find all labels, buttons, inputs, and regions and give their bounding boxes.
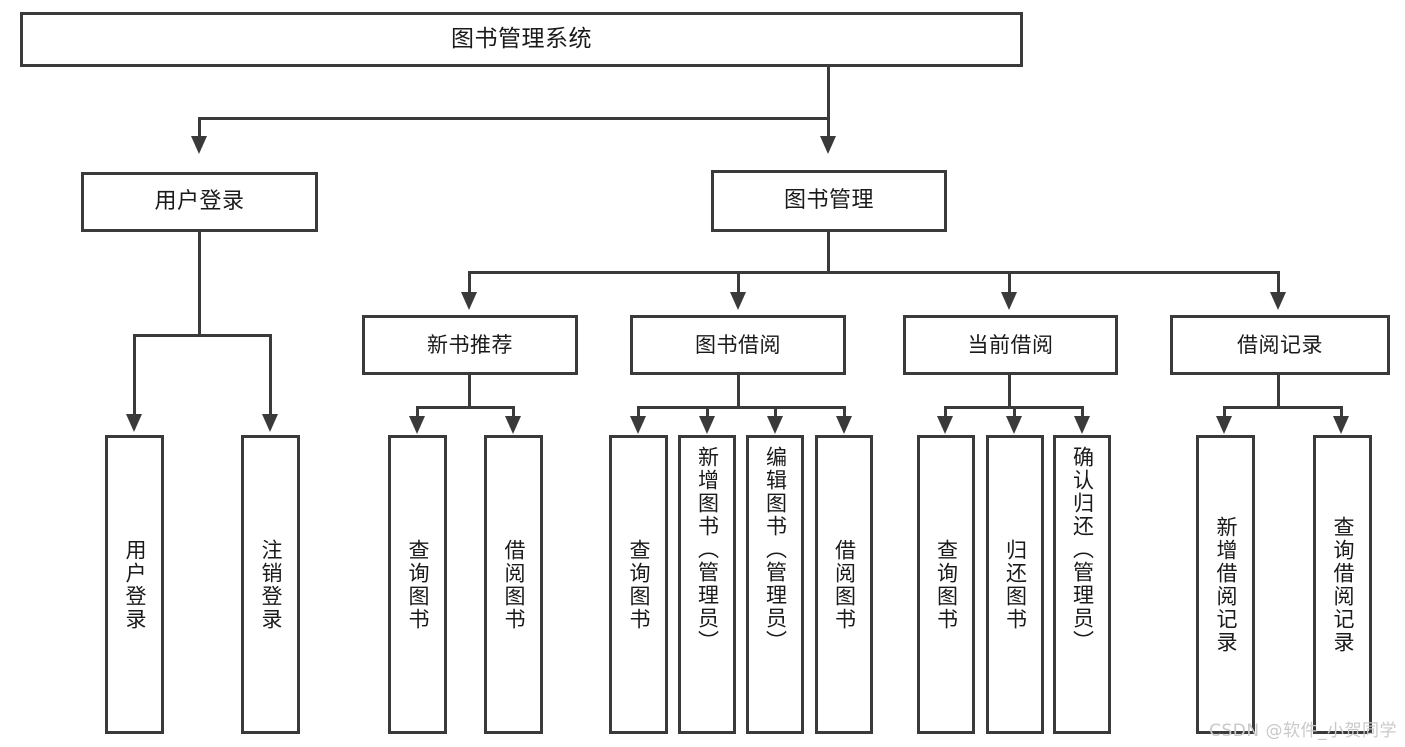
leaf-query-book-borrow[interactable]: 查询图书 <box>609 435 668 734</box>
arrow-books-to-current <box>1001 292 1017 310</box>
edge-books-to-current <box>1008 271 1011 295</box>
node-label: 用户登录 <box>154 188 245 214</box>
edge-borrow-to-leaf4 <box>843 406 846 418</box>
node-book-management[interactable]: 图书管理 <box>711 170 947 232</box>
node-label: 借阅图书 <box>502 538 526 631</box>
node-label: 确认归还（管理员） <box>1070 446 1095 653</box>
node-borrow-record[interactable]: 借阅记录 <box>1170 315 1390 375</box>
node-label: 图书管理系统 <box>451 25 592 52</box>
node-label: 查询图书 <box>934 538 959 631</box>
edge-record-to-leaf2 <box>1340 406 1343 418</box>
leaf-borrow-book-new[interactable]: 借阅图书 <box>484 435 543 734</box>
arrow-borrow-to-leaf4 <box>836 416 852 434</box>
edge-new-stem <box>468 375 471 408</box>
edge-borrow-to-leaf3 <box>774 406 777 418</box>
leaf-add-borrow-record[interactable]: 新增借阅记录 <box>1196 435 1255 734</box>
edge-books-to-new <box>468 271 471 295</box>
leaf-query-borrow-record[interactable]: 查询借阅记录 <box>1313 435 1372 734</box>
leaf-edit-book-admin[interactable]: 编辑图书（管理员） <box>746 435 804 734</box>
edge-root-to-books <box>827 117 830 140</box>
edge-login-bus <box>133 334 271 337</box>
node-label: 图书管理 <box>783 187 874 213</box>
edge-record-to-leaf1 <box>1223 406 1226 418</box>
watermark-text: CSDN @软件_小贺同学 <box>1209 721 1397 741</box>
edge-root-stem <box>827 67 830 119</box>
arrow-books-to-borrow <box>730 292 746 310</box>
node-label: 查询借阅记录 <box>1331 515 1355 654</box>
node-label: 查询图书 <box>406 538 430 631</box>
leaf-query-book-current[interactable]: 查询图书 <box>917 435 975 734</box>
node-label: 编辑图书（管理员） <box>763 446 788 653</box>
node-label: 查询图书 <box>627 538 651 631</box>
arrow-current-to-leaf1 <box>937 416 953 434</box>
arrow-borrow-to-leaf2 <box>699 416 715 434</box>
edge-current-to-leaf1 <box>944 406 947 418</box>
leaf-user-login[interactable]: 用户登录 <box>105 435 164 734</box>
leaf-query-book-new[interactable]: 查询图书 <box>388 435 447 734</box>
leaf-return-book[interactable]: 归还图书 <box>986 435 1044 734</box>
arrow-record-to-leaf1 <box>1216 416 1232 434</box>
arrow-new-to-leaf2 <box>505 416 521 434</box>
arrow-current-to-leaf3 <box>1074 416 1090 434</box>
node-user-login[interactable]: 用户登录 <box>81 172 318 232</box>
edge-login-stem <box>198 232 201 336</box>
edge-current-to-leaf3 <box>1081 406 1084 418</box>
edge-books-to-record <box>1277 271 1280 295</box>
edge-borrow-stem <box>737 375 740 408</box>
edge-books-stem <box>827 232 830 274</box>
leaf-logout[interactable]: 注销登录 <box>241 435 300 734</box>
edge-books-bus <box>468 271 1280 274</box>
node-root-system[interactable]: 图书管理系统 <box>20 12 1023 67</box>
edge-current-stem <box>1008 375 1011 408</box>
arrow-books-to-new <box>461 292 477 310</box>
node-book-borrow[interactable]: 图书借阅 <box>630 315 846 375</box>
node-label: 注销登录 <box>259 538 283 631</box>
edge-borrow-bus <box>637 406 845 409</box>
leaf-add-book-admin[interactable]: 新增图书（管理员） <box>678 435 736 734</box>
node-label: 新增借阅记录 <box>1214 515 1238 654</box>
node-new-book-recommend[interactable]: 新书推荐 <box>362 315 578 375</box>
edge-new-to-leaf1 <box>416 406 419 418</box>
node-label: 归还图书 <box>1003 538 1028 631</box>
edge-root-bus <box>198 117 830 120</box>
edge-borrow-to-leaf1 <box>637 406 640 418</box>
edge-borrow-to-leaf2 <box>706 406 709 418</box>
leaf-borrow-book[interactable]: 借阅图书 <box>815 435 873 734</box>
edge-new-to-leaf2 <box>512 406 515 418</box>
node-current-borrow[interactable]: 当前借阅 <box>903 315 1118 375</box>
arrow-borrow-to-leaf3 <box>767 416 783 434</box>
node-label: 用户登录 <box>123 538 147 631</box>
arrow-borrow-to-leaf1 <box>630 416 646 434</box>
arrow-login-to-leaf1 <box>126 414 142 432</box>
node-label: 借阅记录 <box>1237 332 1323 357</box>
edge-books-to-borrow <box>737 271 740 295</box>
edge-login-to-leaf1 <box>133 334 136 416</box>
arrow-record-to-leaf2 <box>1333 416 1349 434</box>
edge-record-bus <box>1223 406 1343 409</box>
arrow-login-to-leaf2 <box>262 414 278 432</box>
node-label: 图书借阅 <box>695 332 781 357</box>
edge-current-to-leaf2 <box>1013 406 1016 418</box>
edge-new-bus <box>416 406 514 409</box>
node-label: 当前借阅 <box>967 332 1054 357</box>
edge-login-to-leaf2 <box>269 334 272 416</box>
node-label: 新增图书（管理员） <box>695 446 720 653</box>
arrow-root-to-login <box>191 136 207 154</box>
edge-root-to-login <box>198 117 201 140</box>
arrow-new-to-leaf1 <box>409 416 425 434</box>
node-label: 借阅图书 <box>832 538 857 631</box>
edge-record-stem <box>1277 375 1280 408</box>
node-label: 新书推荐 <box>427 332 513 357</box>
arrow-root-to-books <box>820 136 836 154</box>
arrow-books-to-record <box>1270 292 1286 310</box>
arrow-current-to-leaf2 <box>1006 416 1022 434</box>
leaf-confirm-return-admin[interactable]: 确认归还（管理员） <box>1053 435 1111 734</box>
